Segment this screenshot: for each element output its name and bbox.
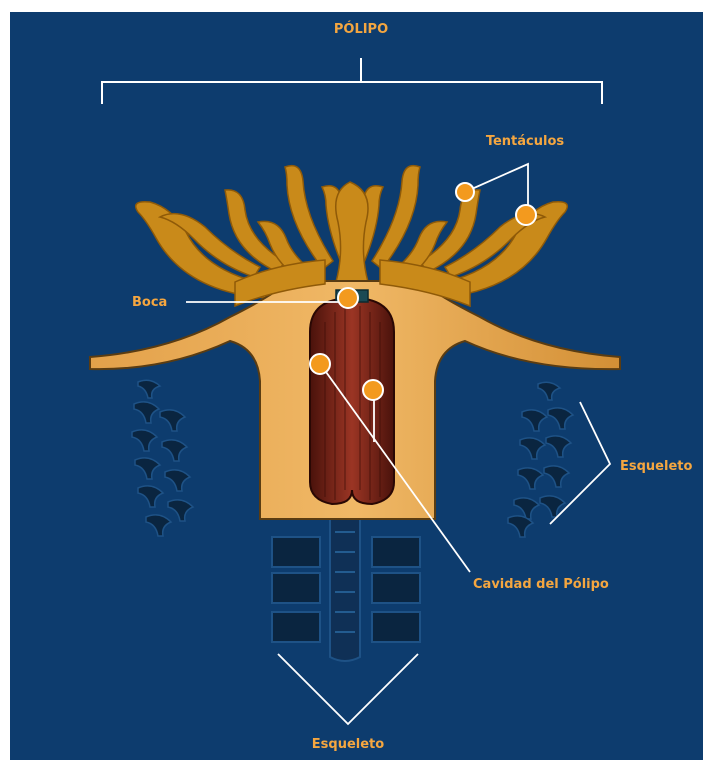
title-label: PÓLIPO — [334, 21, 388, 37]
skeleton-bottom-label: Esqueleto — [312, 737, 384, 752]
polyp-diagram: PÓLIPO Tentáculos Boca Esqueleto Cavidad… — [10, 12, 703, 760]
cavity-marker-1 — [310, 354, 330, 374]
mouth-marker — [338, 288, 358, 308]
cavity-label: Cavidad del Pólipo — [473, 577, 609, 592]
mouth-label: Boca — [132, 295, 167, 310]
tentacle-marker-2 — [516, 205, 536, 225]
tentacle-marker-1 — [456, 183, 474, 201]
tentacles-label: Tentáculos — [486, 134, 565, 149]
cavity-marker-2 — [363, 380, 383, 400]
skeleton-right-label: Esqueleto — [620, 459, 692, 474]
